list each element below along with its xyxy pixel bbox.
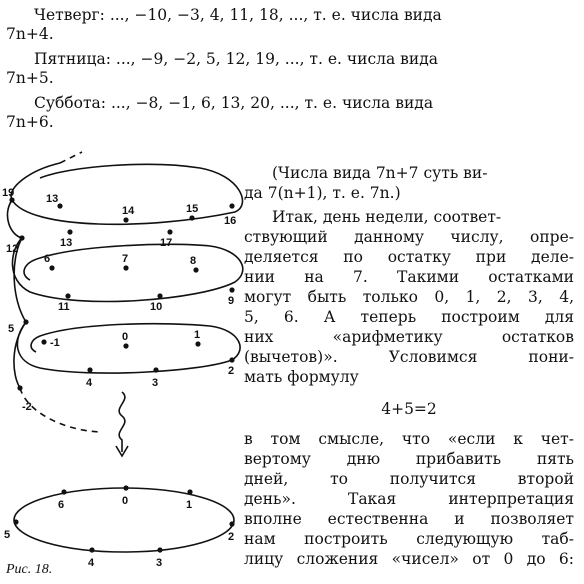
spiral-label-10: 10 xyxy=(150,301,162,313)
spiral-label-13b: 13 xyxy=(60,237,72,249)
text-line-14: дней, то получится второй xyxy=(244,470,574,488)
text-line-2: да 7(n+1), т. е. 7n.) xyxy=(244,184,401,202)
ring-label-3: 3 xyxy=(156,557,162,569)
spiral-label-17: 17 xyxy=(160,237,172,249)
friday-formula: 7n+5. xyxy=(6,69,54,87)
thursday-formula: 7n+4. xyxy=(6,25,54,43)
wavy-arrow xyxy=(118,391,126,452)
text-line-4: ствующий данному числу, опре- xyxy=(244,228,574,246)
spiral-tail xyxy=(13,321,27,389)
spiral-label-16: 16 xyxy=(224,215,236,227)
spiral-label-14: 14 xyxy=(122,205,135,217)
spiral-label-11: 11 xyxy=(58,301,70,313)
ring-label-2: 2 xyxy=(228,531,234,543)
text-line-7: могут быть только 0, 1, 2, 3, 4, xyxy=(244,288,574,306)
saturday-line: Суббота: ..., −8, −1, 6, 13, 20, ..., т.… xyxy=(34,94,434,112)
text-line-15: день». Такая интерпретация xyxy=(244,490,574,508)
spiral-label-3: 3 xyxy=(152,377,158,389)
text-line-9: них «арифметику остатков xyxy=(244,328,574,346)
spiral-label-4: 4 xyxy=(86,377,93,389)
text-line-6: нии на 7. Такими остатками xyxy=(244,268,574,286)
spiral-label-8: 8 xyxy=(190,255,196,267)
ring-label-5: 5 xyxy=(4,529,10,541)
ring-label-4: 4 xyxy=(88,557,95,569)
spiral-coil-2 xyxy=(6,199,244,303)
text-line-8: 5, 6. А теперь построим для xyxy=(244,308,574,326)
thursday-line: Четверг: ..., −10, −3, 4, 11, 18, ..., т… xyxy=(34,6,442,24)
friday-line: Пятница: ..., −9, −2, 5, 12, 19, ..., т.… xyxy=(34,50,439,68)
formula-4-plus-5: 4+5=2 xyxy=(381,400,437,418)
text-line-16: вполне естественна и позволяет xyxy=(244,510,574,528)
spiral-label-13a: 13 xyxy=(46,193,58,205)
spiral-figure: 14 15 13 16 19 13 17 12 6 7 8 11 10 9 5 … xyxy=(2,151,244,569)
spiral-label-9: 9 xyxy=(228,295,234,307)
text-line-10: (вычетов)». Условимся пони- xyxy=(244,348,574,366)
spiral-label-15: 15 xyxy=(186,203,198,215)
saturday-formula: 7n+6. xyxy=(6,113,54,131)
text-line-3: Итак, день недели, соответ- xyxy=(272,208,502,226)
ring-label-6: 6 xyxy=(58,499,64,511)
spiral-label-19: 19 xyxy=(2,187,14,199)
figure-caption: Рис. 18. xyxy=(6,562,53,577)
spiral-label-7: 7 xyxy=(122,253,128,265)
spiral-label-1: 1 xyxy=(194,329,200,341)
spiral-top-coil xyxy=(10,162,244,226)
spiral-label-12: 12 xyxy=(6,243,18,255)
text-line-12: в том смысле, что «если к чет- xyxy=(244,430,574,448)
spiral-label-minus-1: -1 xyxy=(50,337,60,349)
ring-label-1: 1 xyxy=(186,499,192,511)
text-line-17: нам построить следующую таб- xyxy=(244,530,574,548)
spiral-label-minus-2: -2 xyxy=(22,401,32,413)
text-line-18: лицу сложения «чисел» от 0 до 6: xyxy=(244,550,574,568)
spiral-label-6: 6 xyxy=(44,253,50,265)
text-line-11: мать формулу xyxy=(244,368,359,386)
ring-label-0: 0 xyxy=(122,495,128,507)
spiral-label-0: 0 xyxy=(122,331,128,343)
text-line-5: деляется по остатку при деле- xyxy=(244,248,574,266)
text-line-1: (Числа вида 7n+7 суть ви- xyxy=(272,164,488,182)
spiral-label-5: 5 xyxy=(8,323,14,335)
text-line-13: вертому дню прибавить пять xyxy=(244,450,574,468)
spiral-label-2: 2 xyxy=(228,365,234,377)
